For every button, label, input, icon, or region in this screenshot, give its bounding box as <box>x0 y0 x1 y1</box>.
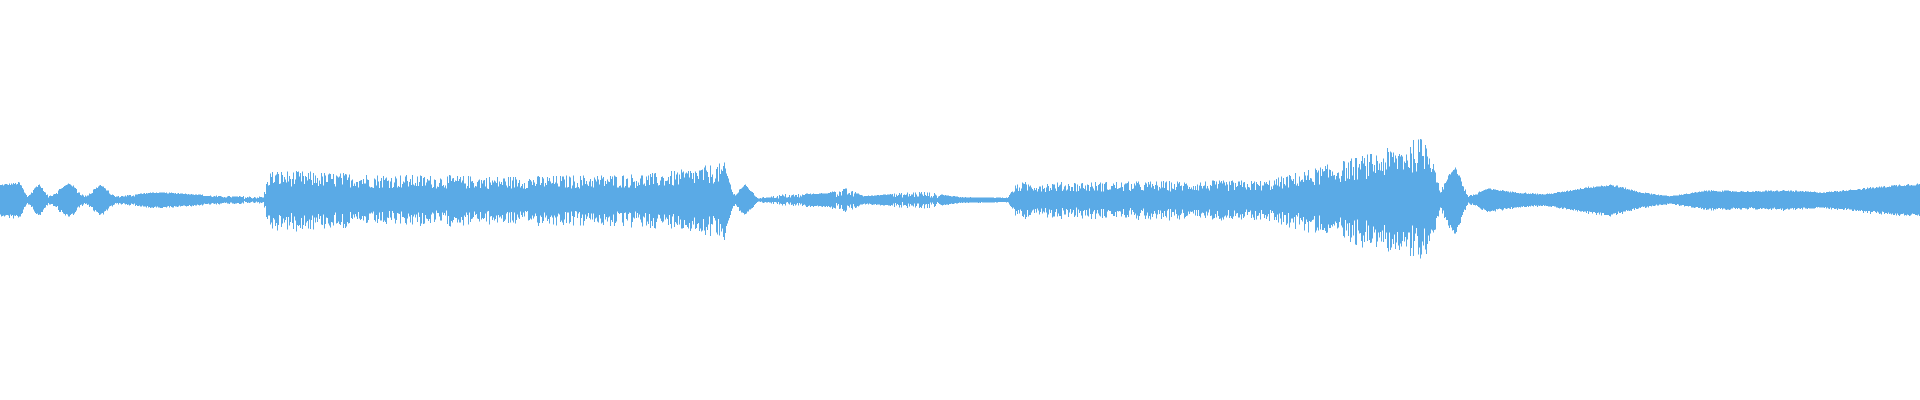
waveform-path <box>0 139 1920 259</box>
